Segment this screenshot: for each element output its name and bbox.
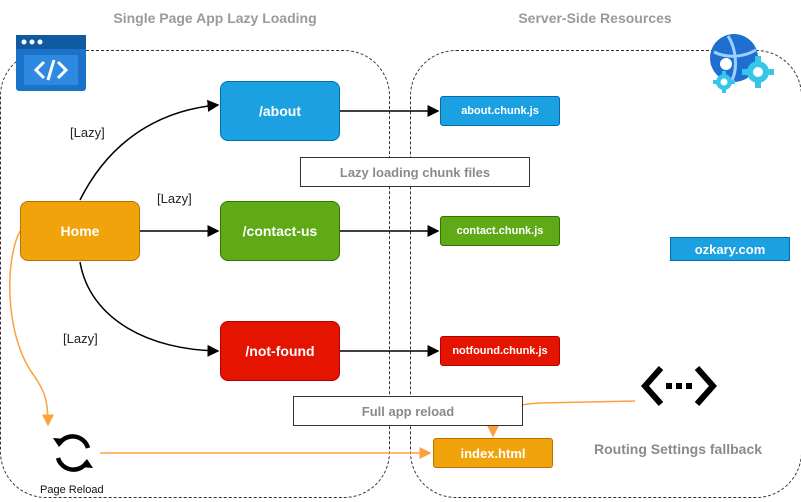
edge-home-reload (9, 230, 54, 427)
page-reload-label: Page Reload (40, 484, 104, 496)
edge-home-about (79, 99, 220, 201)
code-window-icon (16, 35, 86, 91)
web-app-gear-icon (706, 28, 776, 96)
spa-group-title: Single Page App Lazy Loading (113, 10, 317, 26)
edge-home-notfound (79, 261, 220, 357)
notfound-route-node[interactable]: /not-found (220, 321, 340, 381)
full-reload-note: Full app reload (293, 396, 523, 426)
lazy-loading-note: Lazy loading chunk files (300, 157, 530, 187)
routing-fallback-label: Routing Settings fallback (594, 441, 763, 457)
server-group-title: Server-Side Resources (518, 10, 672, 26)
server-zone (410, 50, 801, 498)
lazy-label-notfound: [Lazy] (63, 331, 98, 346)
routing-ellipsis-icon (640, 364, 718, 408)
contact-route-node[interactable]: /contact-us (220, 201, 340, 261)
notfound-chunk-file[interactable]: notfound.chunk.js (440, 336, 560, 366)
refresh-icon[interactable] (50, 430, 96, 476)
lazy-label-contact: [Lazy] (157, 191, 192, 206)
spa-zone (0, 50, 390, 498)
about-route-node[interactable]: /about (220, 81, 340, 141)
lazy-label-about: [Lazy] (70, 125, 105, 140)
brand-badge[interactable]: ozkary.com (670, 237, 790, 261)
contact-chunk-file[interactable]: contact.chunk.js (440, 216, 560, 246)
index-html-file[interactable]: index.html (433, 438, 553, 468)
about-chunk-file[interactable]: about.chunk.js (440, 96, 560, 126)
home-node[interactable]: Home (20, 201, 140, 261)
